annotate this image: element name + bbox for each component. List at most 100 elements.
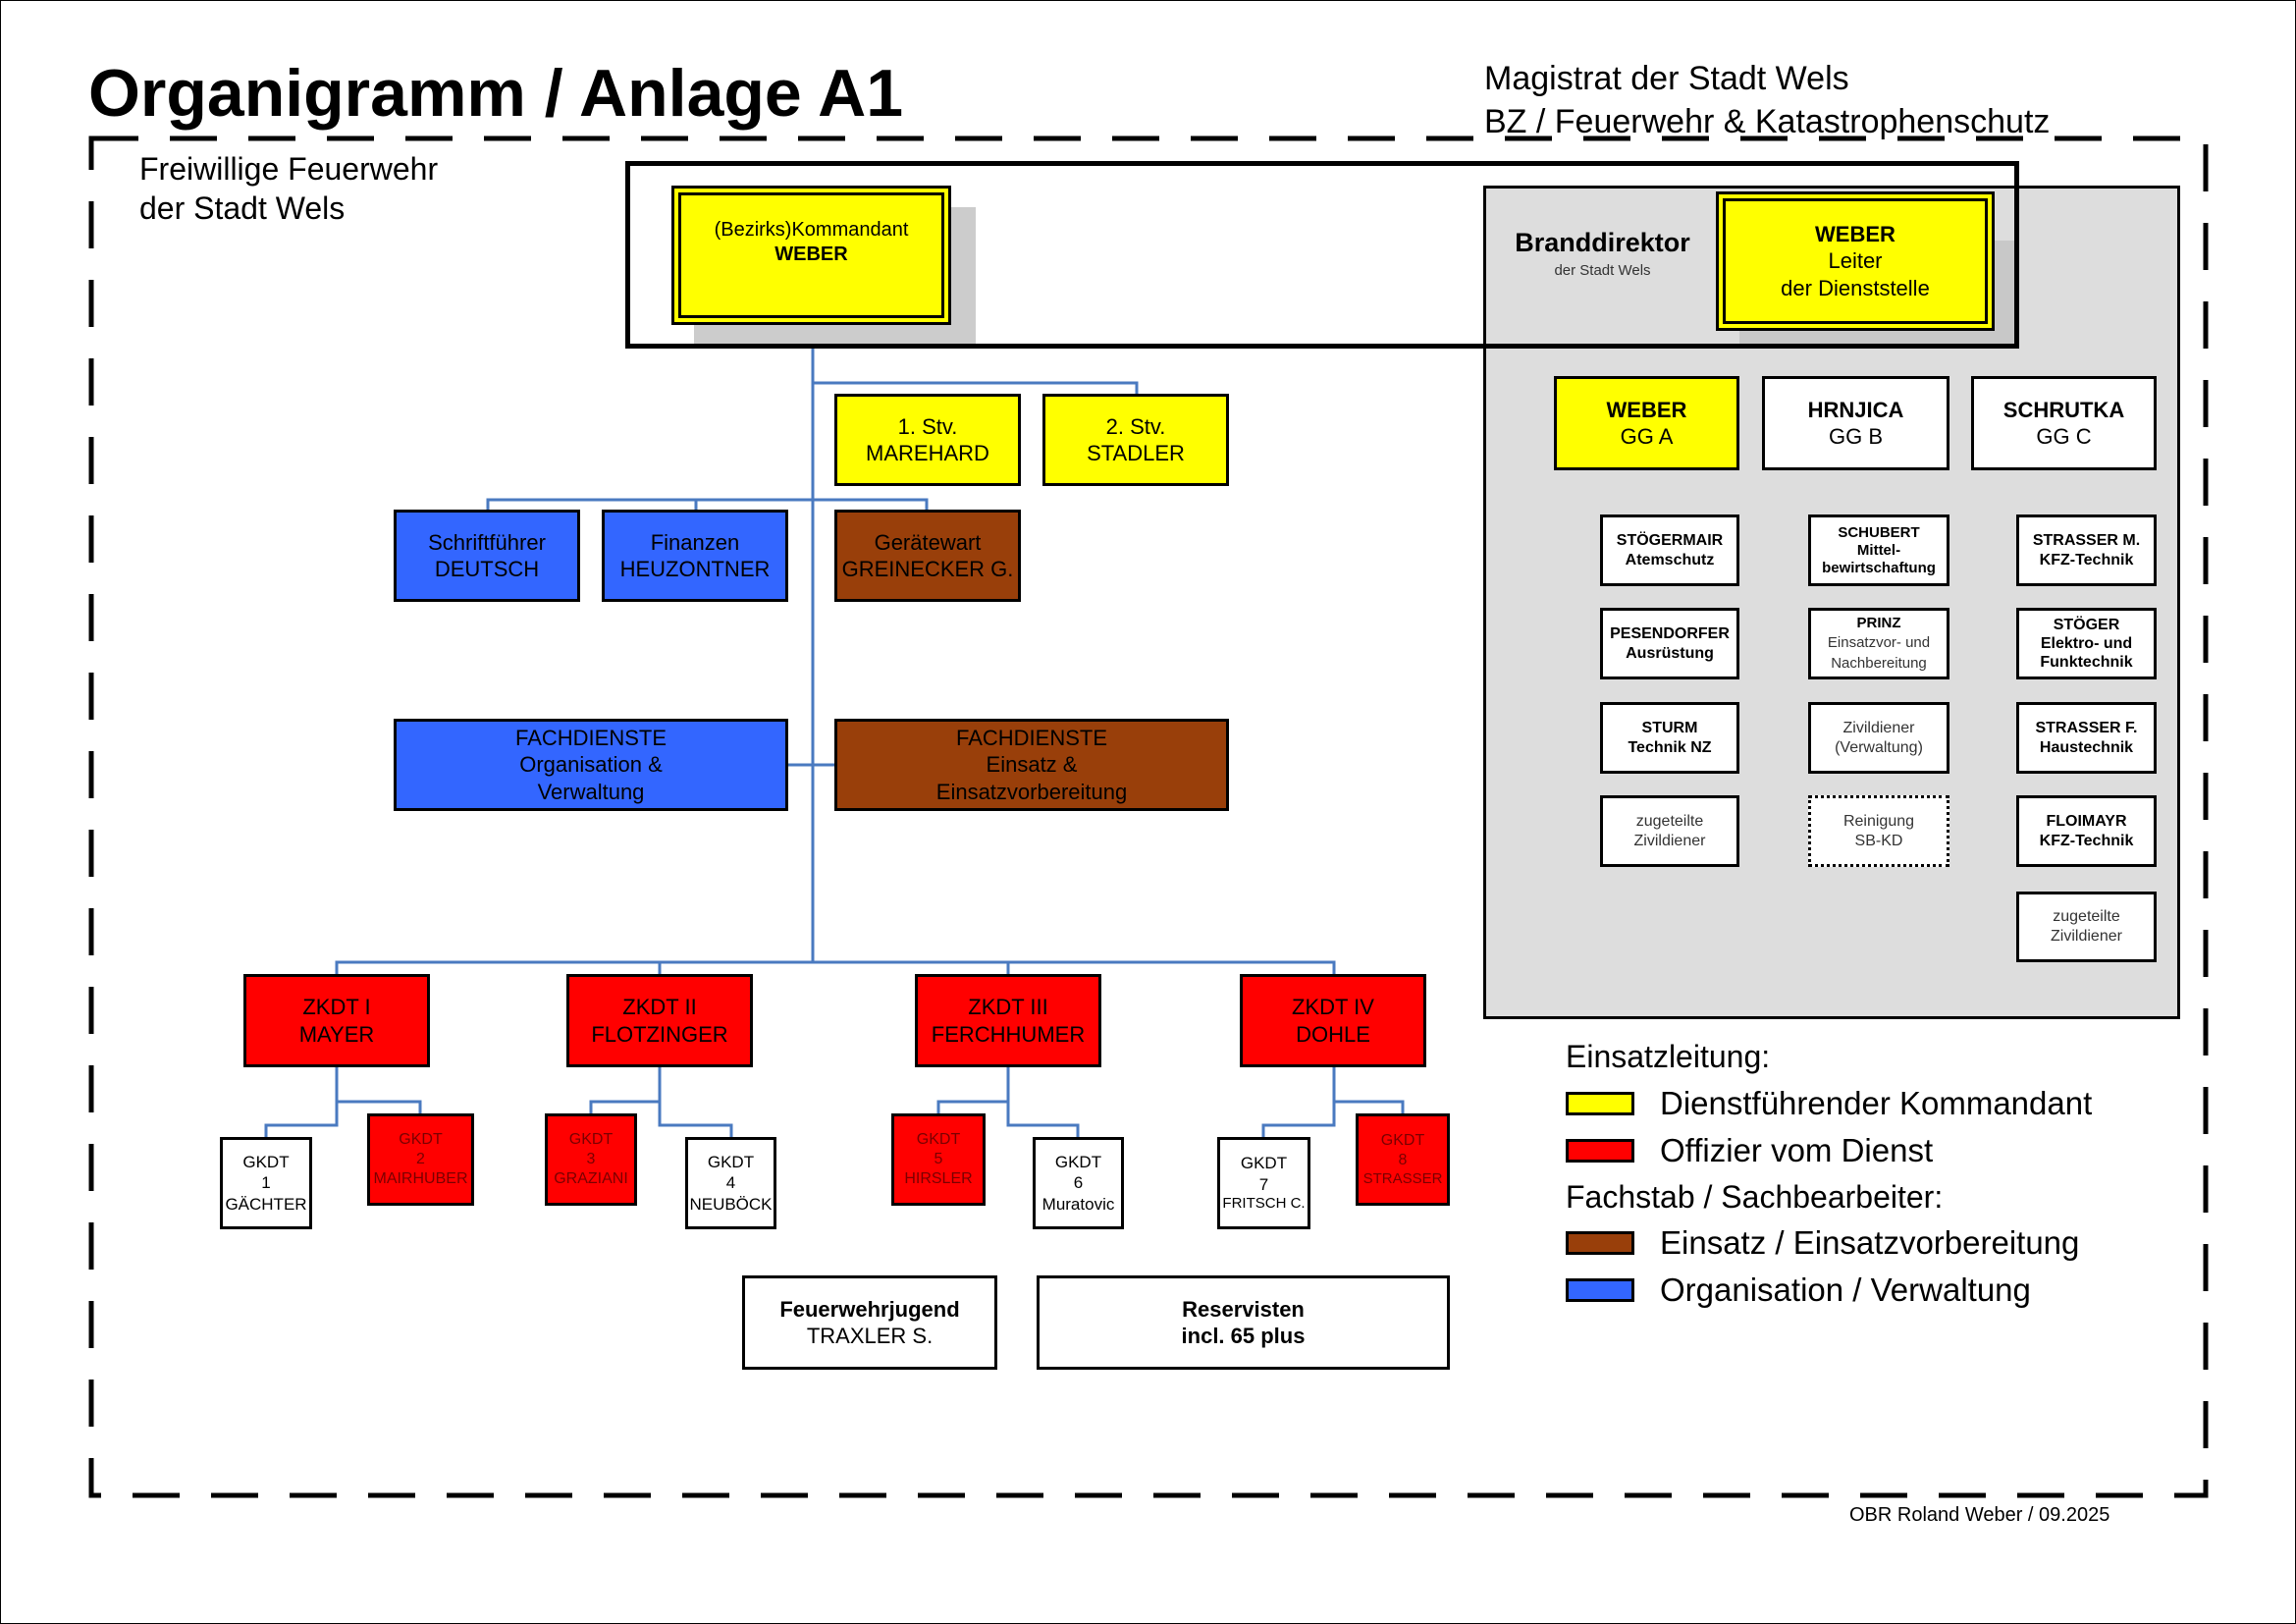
leiter-box[interactable]: WEBER Leiter der Dienststelle <box>1716 191 1995 331</box>
gkdt-box-5[interactable]: GKDT 5 HIRSLER <box>891 1113 986 1206</box>
zkdt-box-1[interactable]: ZKDT I MAYER <box>243 974 430 1067</box>
connector-deputies <box>813 381 1139 394</box>
group-box-b[interactable]: HRNJICA GG B <box>1762 376 1949 470</box>
member-box-dotted[interactable]: Reinigung SB-KD <box>1808 795 1949 867</box>
gkdt-title: GKDT <box>399 1131 443 1148</box>
fachdienste-line: Organisation & <box>519 752 663 778</box>
group-box-c[interactable]: SCHRUTKA GG C <box>1971 376 2157 470</box>
zkdt-box-3[interactable]: ZKDT III FERCHHUMER <box>915 974 1101 1067</box>
fachdienste-organisation-box[interactable]: FACHDIENSTE Organisation & Verwaltung <box>394 719 788 811</box>
connector-zkdt2-gkdt <box>589 1067 733 1137</box>
connector-zkdt3-gkdt <box>936 1067 1080 1137</box>
deputy-name: STADLER <box>1087 441 1185 465</box>
member-box[interactable]: Zivildiener (Verwaltung) <box>1808 702 1949 774</box>
gkdt-name: NEUBÖCK <box>689 1194 773 1214</box>
member-line: STÖGERMAIR <box>1616 531 1724 549</box>
gkdt-box-8[interactable]: GKDT 8 STRASSER <box>1356 1113 1450 1206</box>
gkdt-name: FRITSCH C. <box>1222 1194 1306 1212</box>
staff-box-schriftfuehrer[interactable]: Schriftführer DEUTSCH <box>394 510 580 602</box>
deputy-box-2[interactable]: 2. Stv. STADLER <box>1042 394 1229 486</box>
zkdt-name: FERCHHUMER <box>931 1021 1086 1047</box>
gkdt-number: 2 <box>416 1151 425 1167</box>
gkdt-box-6[interactable]: GKDT 6 Muratovic <box>1033 1137 1124 1229</box>
staff-name: HEUZONTNER <box>619 557 771 581</box>
staff-name: GREINECKER G. <box>841 557 1014 581</box>
gkdt-number: 3 <box>586 1151 596 1167</box>
fachdienste-line: FACHDIENSTE <box>955 725 1108 750</box>
gkdt-title: GKDT <box>1054 1153 1102 1172</box>
gkdt-box-4[interactable]: GKDT 4 NEUBÖCK <box>685 1137 776 1229</box>
legend-swatch-brown <box>1566 1231 1634 1255</box>
member-line: STRASSER F. <box>2035 719 2138 736</box>
commander-name: WEBER <box>774 244 848 265</box>
member-line: Mittel- <box>1856 541 1901 559</box>
fachdienste-line: Einsatzvorbereitung <box>935 779 1128 804</box>
connector-zkdt1-gkdt <box>264 1067 422 1137</box>
staff-box-finanzen[interactable]: Finanzen HEUZONTNER <box>602 510 788 602</box>
legend-heading-fachstab: Fachstab / Sachbearbeiter: <box>1566 1179 1944 1215</box>
organization-header: Magistrat der Stadt Wels BZ / Feuerwehr … <box>1484 57 2050 143</box>
member-box[interactable]: PRINZ Einsatzvor- und Nachbereitung <box>1808 608 1949 679</box>
gkdt-box-2[interactable]: GKDT 2 MAIRHUBER <box>367 1113 474 1206</box>
member-line: SB-KD <box>1854 832 1903 849</box>
member-box[interactable]: STRASSER M. KFZ-Technik <box>2016 514 2157 586</box>
fachdienste-einsatz-box[interactable]: FACHDIENSTE Einsatz & Einsatzvorbereitun… <box>834 719 1229 811</box>
gkdt-name: MAIRHUBER <box>373 1170 468 1187</box>
staff-box-geraetewart[interactable]: Gerätewart GREINECKER G. <box>834 510 1021 602</box>
group-name: SCHRUTKA <box>2002 397 2125 422</box>
footer-author: OBR Roland Weber / 09.2025 <box>1849 1504 2110 1526</box>
gkdt-number: 6 <box>1073 1173 1084 1193</box>
zkdt-box-4[interactable]: ZKDT IV DOHLE <box>1240 974 1426 1067</box>
member-box[interactable]: zugeteilte Zivildiener <box>2016 892 2157 962</box>
member-box[interactable]: STÖGER Elektro- und Funktechnik <box>2016 608 2157 679</box>
member-line: bewirtschaftung <box>1822 559 1936 576</box>
member-line: Nachbereitung <box>1831 654 1927 672</box>
legend-swatch-yellow <box>1566 1092 1634 1115</box>
member-box[interactable]: STÖGERMAIR Atemschutz <box>1600 514 1739 586</box>
dashed-frame <box>88 135 2209 1498</box>
staff-role: Gerätewart <box>874 529 982 555</box>
member-box[interactable]: SCHUBERT Mittel- bewirtschaftung <box>1808 514 1949 586</box>
member-line: FLOIMAYR <box>2046 812 2127 830</box>
member-box[interactable]: FLOIMAYR KFZ-Technik <box>2016 795 2157 867</box>
gkdt-number: 7 <box>1258 1174 1269 1194</box>
commander-box[interactable]: (Bezirks)Kommandant WEBER <box>671 186 951 325</box>
member-box[interactable]: STURM Technik NZ <box>1600 702 1739 774</box>
fachdienste-line: Einsatz & <box>986 752 1078 778</box>
zkdt-name: MAYER <box>298 1021 375 1047</box>
member-box[interactable]: STRASSER F. Haustechnik <box>2016 702 2157 774</box>
member-box[interactable]: zugeteilte Zivildiener <box>1600 795 1739 867</box>
unit-title: Feuerwehrjugend <box>779 1296 960 1322</box>
member-line: Haustechnik <box>2039 738 2134 756</box>
member-line: (Verwaltung) <box>1835 738 1923 756</box>
unit-title: Reservisten <box>1182 1296 1305 1322</box>
member-line: Zivildiener <box>1842 719 1915 736</box>
gkdt-name: GRAZIANI <box>554 1170 628 1187</box>
page-title: Organigramm / Anlage A1 <box>88 56 904 131</box>
member-line: zugeteilte <box>1635 812 1704 830</box>
zkdt-box-2[interactable]: ZKDT II FLOTZINGER <box>566 974 753 1067</box>
connector-zkdt4-gkdt <box>1261 1067 1405 1137</box>
gkdt-box-3[interactable]: GKDT 3 GRAZIANI <box>545 1113 637 1206</box>
leiter-role-1: Leiter <box>1828 248 1883 274</box>
branddirektor-title: Branddirektor <box>1515 228 1690 257</box>
legend-heading-einsatzleitung: Einsatzleitung: <box>1566 1039 1771 1074</box>
gkdt-number: 5 <box>934 1151 943 1167</box>
gkdt-box-1[interactable]: GKDT 1 GÄCHTER <box>220 1137 312 1229</box>
gkdt-box-7[interactable]: GKDT 7 FRITSCH C. <box>1217 1137 1310 1229</box>
reservisten-box[interactable]: Reservisten incl. 65 plus <box>1037 1275 1450 1370</box>
legend-label: Offizier vom Dienst <box>1660 1132 1934 1168</box>
legend-label: Einsatz / Einsatzvorbereitung <box>1660 1224 2080 1261</box>
member-line: Einsatzvor- und <box>1827 634 1931 652</box>
member-line: Elektro- und <box>2040 634 2133 652</box>
legend-swatch-blue <box>1566 1278 1634 1302</box>
group-box-a[interactable]: WEBER GG A <box>1554 376 1739 470</box>
member-line: SCHUBERT <box>1838 523 1920 541</box>
legend-item: Organisation / Verwaltung <box>1566 1267 2092 1314</box>
gkdt-title: GKDT <box>1380 1131 1425 1149</box>
feuerwehrjugend-box[interactable]: Feuerwehrjugend TRAXLER S. <box>742 1275 997 1370</box>
group-name: HRNJICA <box>1807 397 1904 422</box>
deputy-box-1[interactable]: 1. Stv. MAREHARD <box>834 394 1021 486</box>
member-box[interactable]: PESENDORFER Ausrüstung <box>1600 608 1739 679</box>
member-line: zugeteilte <box>2053 908 2120 925</box>
